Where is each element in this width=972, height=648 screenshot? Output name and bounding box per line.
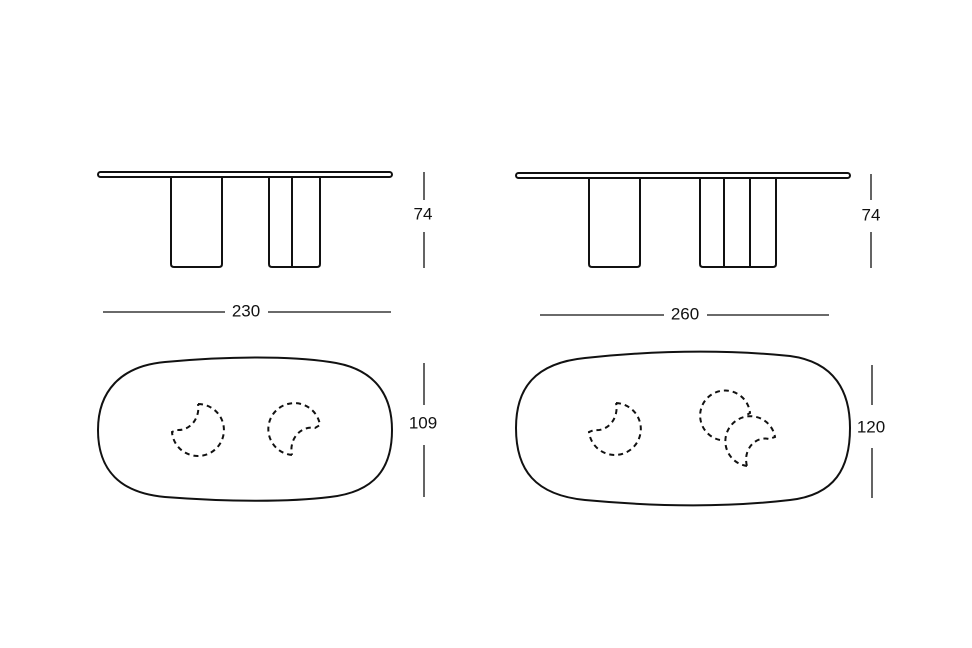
table-260-plan: 120: [514, 350, 885, 507]
leg-footprint: [170, 403, 225, 457]
height-label: 74: [414, 204, 433, 223]
width-label: 109: [409, 413, 437, 432]
table-230-elevation: 74 230: [97, 171, 433, 320]
leg-footprint: [724, 415, 777, 467]
height-label: 74: [862, 205, 881, 224]
leg-footprint: [587, 402, 642, 456]
width-label: 120: [857, 417, 885, 436]
leg-right: [268, 178, 321, 268]
length-label: 260: [671, 304, 699, 323]
tabletop-side: [97, 171, 393, 178]
table-260-elevation: 74 260: [515, 172, 881, 323]
leg-right: [699, 178, 777, 268]
tabletop-outline: [96, 356, 394, 502]
length-label: 230: [232, 301, 260, 320]
tabletop-side: [515, 172, 851, 179]
table-230-plan: 109: [96, 356, 437, 502]
leg-left: [588, 178, 641, 268]
tabletop-outline: [514, 350, 852, 507]
leg-footprint: [699, 389, 752, 441]
leg-footprint: [267, 402, 322, 456]
leg-left: [170, 178, 223, 268]
